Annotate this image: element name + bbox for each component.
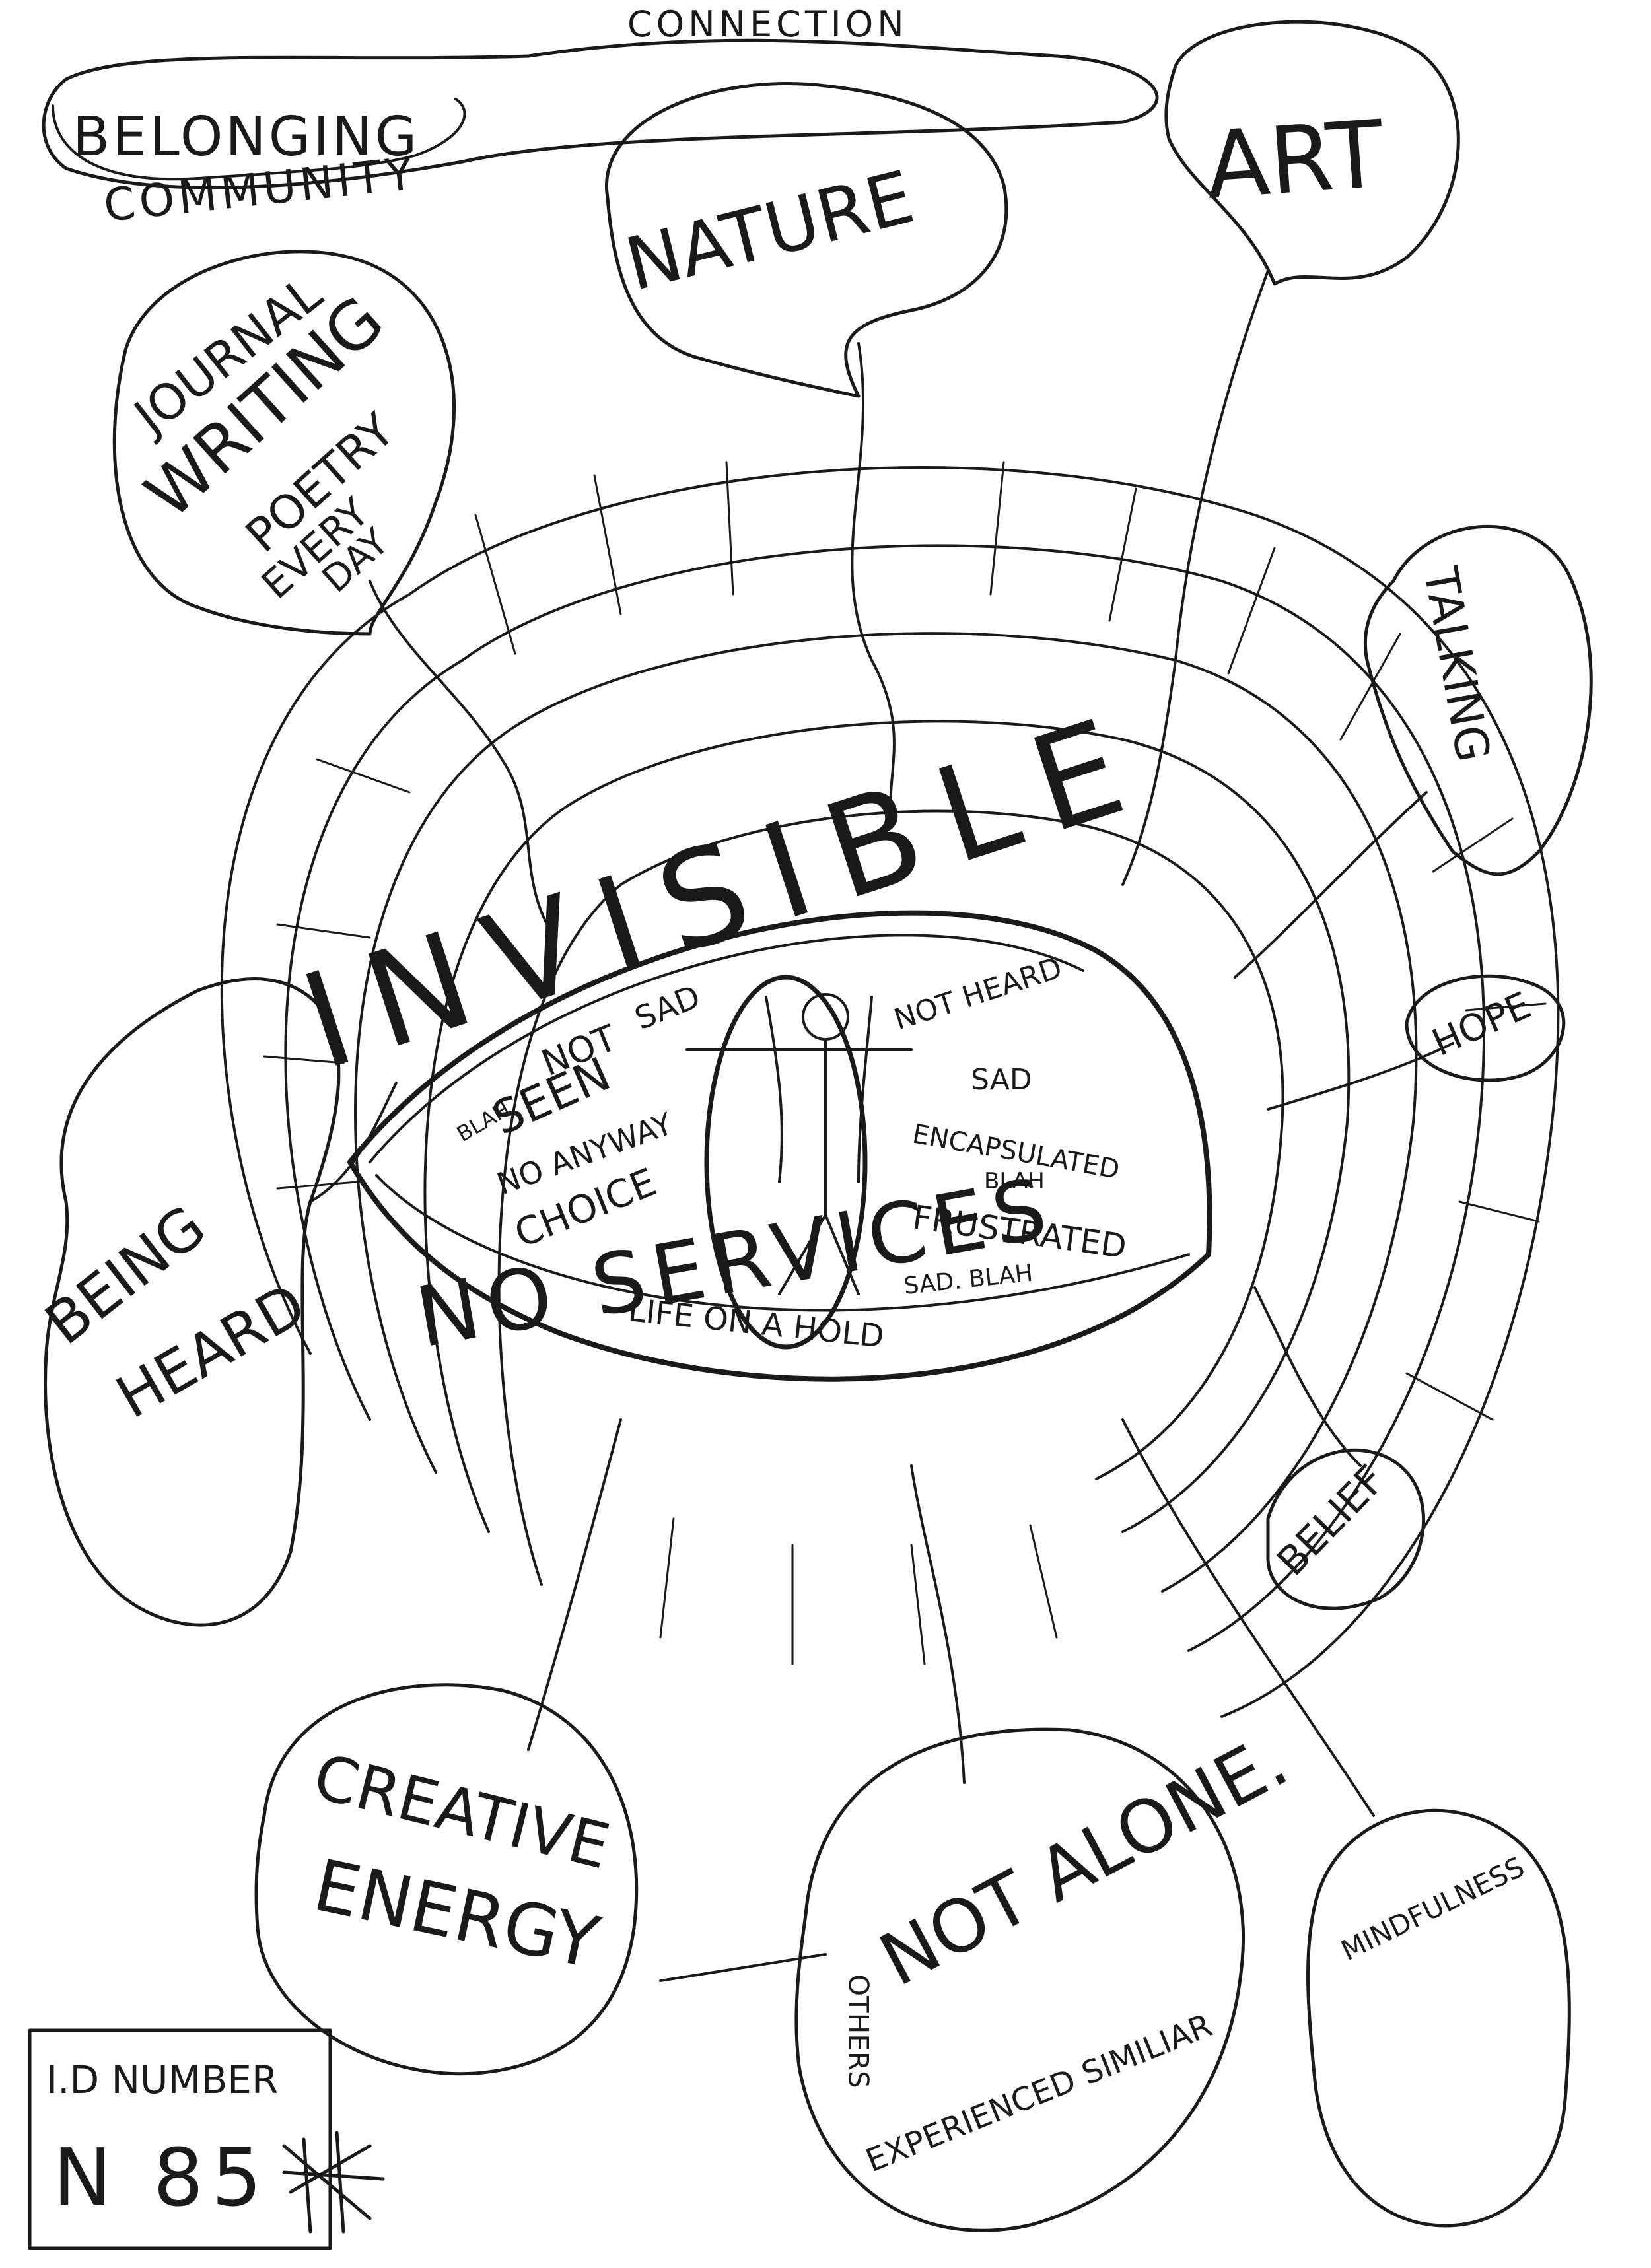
talking-bubble (1363, 524, 1593, 876)
hope-bubble (1405, 974, 1566, 1082)
eye-word-not-heard: NOT HEARD (890, 951, 1067, 1037)
art-bubble (1164, 20, 1460, 286)
journal-bubble (112, 250, 456, 636)
scribble-icon (282, 2131, 385, 2234)
belief-label: BELIEF (1268, 1457, 1394, 1585)
others-label: OTHERS (843, 1974, 875, 2088)
being-heard-bubble (44, 977, 341, 1627)
id-box (28, 2028, 332, 2250)
figure-icon (685, 993, 913, 1295)
eye-word-sad-2: SAD (971, 1063, 1032, 1097)
nature-bubble (605, 82, 1008, 398)
eye-pupil (704, 975, 868, 1350)
connection-label: CONNECTION (627, 3, 908, 45)
eye-inner-line (369, 934, 1084, 1163)
eye-lower-line (375, 1174, 1190, 1312)
hope-label: HOPE (1426, 984, 1537, 1065)
connector-stems (309, 269, 1454, 1982)
not-alone-label: NOT ALONE. (866, 1718, 1301, 2003)
belonging-label: BELONGING (73, 106, 419, 168)
mindfulness-label: MINDFULNESS (1336, 1851, 1529, 1967)
belief-bubble (1266, 1448, 1426, 1610)
nature-label: NATURE (617, 155, 921, 307)
concentric-rings (220, 466, 1560, 1718)
not-alone-bubble (794, 1727, 1246, 2232)
art-label: ART (1203, 101, 1388, 221)
header-cloud (42, 38, 1159, 189)
experienced-similar-label: EXPERIENCED SIMILIAR (861, 2007, 1218, 2180)
id-label: I.D NUMBER (46, 2057, 278, 2102)
talking-label: TALKING (1413, 563, 1500, 766)
eye-word-blah-2: BLAH (984, 1168, 1045, 1194)
mindfulness-bubble (1306, 1808, 1571, 2228)
eye-outline (347, 910, 1212, 1382)
creative-energy-bubble (254, 1683, 639, 2076)
eye (347, 910, 1212, 1382)
belonging-underline (52, 98, 466, 181)
id-value: N 85 (53, 2133, 270, 2224)
